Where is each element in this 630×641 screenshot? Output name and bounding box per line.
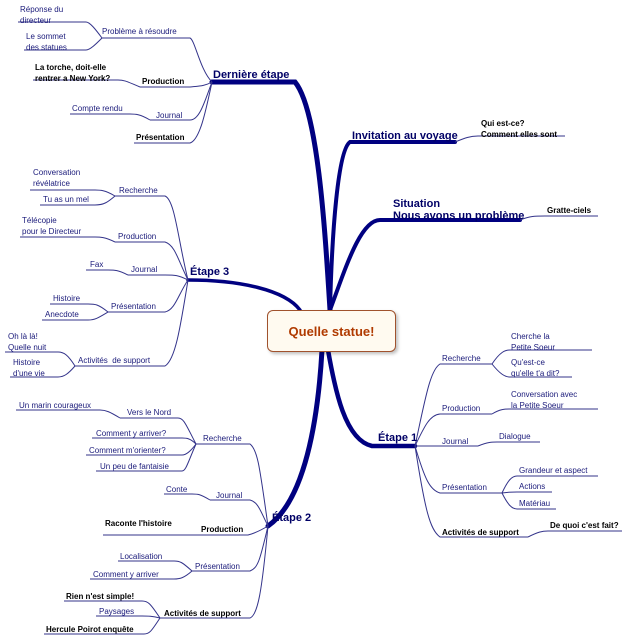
branch-etape2 [265, 347, 325, 529]
leaf-fax[interactable]: Fax [90, 260, 104, 269]
subtopic-e1-recherche[interactable]: Recherche [442, 354, 481, 363]
leaf-conte[interactable]: Conte [166, 485, 188, 494]
leaf-hercule-poirot[interactable]: Hercule Poirot enquête [46, 625, 134, 634]
leaf-qui-est-ce[interactable]: Qui est-ce? Comment elles sont [481, 119, 558, 139]
leaf-compte-rendu[interactable]: Compte rendu [72, 104, 123, 113]
subtopic-e3-presentation[interactable]: Présentation [111, 302, 156, 311]
leaf-quest-ce-quelle-dit[interactable]: Qu'est-ce qu'elle t'a dit? [511, 358, 560, 378]
topic-etape-2[interactable]: Étape 2 [272, 512, 312, 524]
leaf-torche[interactable]: La torche, doit-elle rentrer a New York? [35, 63, 111, 83]
subtopic-production[interactable]: Production [142, 77, 185, 86]
subtopic-e2-production[interactable]: Production [201, 525, 244, 534]
leaf-anecdote[interactable]: Anecdote [45, 310, 79, 319]
leaf-tu-as-un-mel[interactable]: Tu as un mel [43, 195, 89, 204]
subtopic-e2-presentation[interactable]: Présentation [195, 562, 240, 571]
subtopic-e1-journal[interactable]: Journal [442, 437, 469, 446]
branch-derniere [209, 79, 333, 313]
subtopic-e2-recherche[interactable]: Recherche [203, 434, 242, 443]
leaf-reponse-directeur[interactable]: Réponse du directeur [20, 5, 64, 25]
leaf-telecopie[interactable]: Télécopie pour le Directeur [22, 216, 82, 236]
subtopic-journal[interactable]: Journal [156, 111, 183, 120]
subtopic-e1-presentation[interactable]: Présentation [442, 483, 487, 492]
topic-etape-1[interactable]: Étape 1 [378, 432, 418, 444]
leaf-dialogue[interactable]: Dialogue [499, 432, 531, 441]
topic-situation[interactable]: Situation Nous avons un problème [393, 198, 525, 222]
leaf-un-peu-fantaisie[interactable]: Un peu de fantaisie [100, 462, 169, 471]
branch-invitation [328, 140, 457, 312]
topic-invitation[interactable]: Invitation au voyage [352, 130, 458, 142]
central-topic-label: Quelle statue! [288, 323, 375, 339]
subtopic-e3-production[interactable]: Production [118, 232, 157, 241]
leaf-comment-y-arriver[interactable]: Comment y arriver [93, 570, 159, 579]
leaf-de-quoi-cest-fait[interactable]: De quoi c'est fait? [550, 521, 619, 530]
leaf-cherche-petite-soeur[interactable]: Cherche la Petite Soeur [511, 332, 556, 352]
subtopic-e3-activites[interactable]: Activités de support [78, 356, 151, 365]
leaf-paysages[interactable]: Paysages [99, 607, 135, 616]
leaf-comment-morienter[interactable]: Comment m'orienter? [89, 446, 166, 455]
subtopic-probleme[interactable]: Problème à résoudre [102, 27, 177, 36]
branch-etape3 [186, 278, 302, 312]
leaf-marin-courageux[interactable]: Un marin courageux [19, 401, 92, 410]
leaf-conversation-revelatrice[interactable]: Conversation révélatrice [33, 168, 81, 188]
leaf-histoire[interactable]: Histoire [53, 294, 81, 303]
leaf-materiau[interactable]: Matériau [519, 499, 551, 508]
leaf-conversation-petite-soeur[interactable]: Conversation avec la Petite Soeur [511, 390, 578, 410]
leaf-histoire-vie[interactable]: Histoire d'une vie [13, 358, 45, 378]
leaf-gratte-ciels[interactable]: Gratte-ciels [547, 206, 592, 215]
subtopic-e1-activites[interactable]: Activités de support [442, 528, 519, 537]
subtopic-e2-activites[interactable]: Activités de support [164, 609, 241, 618]
subtopic-presentation[interactable]: Présentation [136, 133, 185, 142]
subtopic-e3-recherche[interactable]: Recherche [119, 186, 158, 195]
subtopic-e2-journal[interactable]: Journal [216, 491, 243, 500]
subtopic-e3-journal[interactable]: Journal [131, 265, 158, 274]
leaf-raconte-histoire[interactable]: Raconte l'histoire [105, 519, 172, 528]
leaf-localisation[interactable]: Localisation [120, 552, 163, 561]
leaf-oh-la-la[interactable]: Oh là là! Quelle nuit [8, 332, 47, 352]
branch-etape1 [325, 347, 418, 449]
leaf-grandeur-aspect[interactable]: Grandeur et aspect [519, 466, 588, 475]
leaf-vers-le-nord[interactable]: Vers le Nord [127, 408, 172, 417]
topic-etape-3[interactable]: Étape 3 [190, 266, 230, 278]
leaf-sommet-statues[interactable]: Le sommet des statues [26, 32, 67, 52]
subtopic-e1-production[interactable]: Production [442, 404, 481, 413]
topic-derniere-etape[interactable]: Dernière étape [213, 69, 290, 81]
branch-situation [328, 218, 522, 312]
leaf-rien-nest-simple[interactable]: Rien n'est simple! [66, 592, 135, 601]
central-topic[interactable]: Quelle statue! [267, 310, 396, 352]
leaf-actions[interactable]: Actions [519, 482, 546, 491]
leaf-comment-y-arriver-q[interactable]: Comment y arriver? [96, 429, 167, 438]
